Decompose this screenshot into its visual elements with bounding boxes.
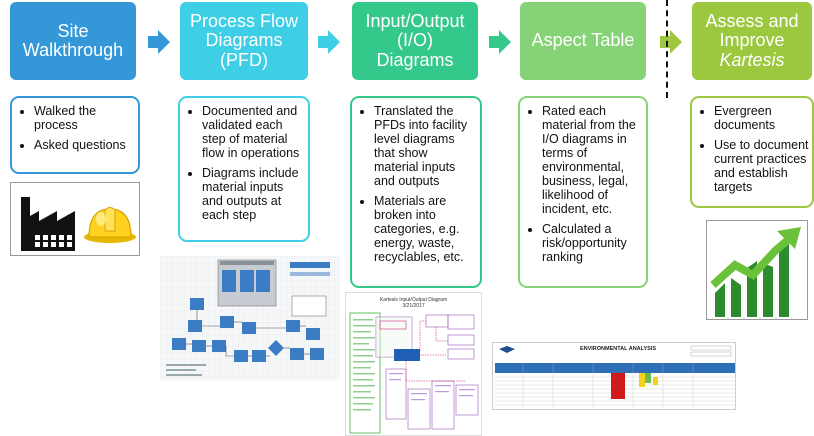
hard-hat-icon	[84, 207, 136, 243]
stage-title-line: Aspect Table	[531, 30, 635, 51]
aspect-table-thumbnail: ENVIRONMENTAL ANALYSIS	[492, 342, 736, 410]
stage-title-line: (PFD)	[220, 49, 268, 70]
stage-title-line: Walkthrough	[22, 40, 124, 60]
right-arrow-icon	[318, 30, 340, 54]
stage-title-line: Process Flow	[189, 10, 299, 31]
detail-box-process-flow: Documented and validated each step of ma…	[178, 96, 310, 242]
stage-title-line: Site	[57, 20, 89, 41]
detail-item: Asked questions	[34, 138, 132, 152]
detail-item: Materials are broken into categories, e.…	[374, 194, 474, 264]
detail-box-aspect-table: Rated each material from the I/O diagram…	[518, 96, 648, 288]
pfd-thumbnail	[160, 256, 340, 380]
divider-line	[666, 0, 668, 98]
stage-title-line: Kartesis	[719, 49, 785, 70]
right-arrow-icon	[148, 30, 170, 54]
detail-item: Walked the process	[34, 104, 132, 132]
stage-title-line: Input/Output	[365, 10, 465, 31]
detail-item: Documented and validated each step of ma…	[202, 104, 302, 160]
stage-title-line: (I/O)	[397, 30, 433, 51]
right-arrow-icon	[660, 30, 682, 54]
detail-item: Use to document current practices and es…	[714, 138, 812, 194]
detail-item: Rated each material from the I/O diagram…	[542, 104, 640, 216]
stage-aspect-table: Aspect Table	[520, 2, 646, 80]
io-diagram-thumbnail: Kartesis Input/Output Diagram 3/21/2017	[345, 292, 482, 436]
stage-assess-and-improve: Assess and Improve Kartesis	[692, 2, 812, 80]
stage-process-flow-diagrams: Process Flow Diagrams (PFD)	[180, 2, 308, 80]
growth-chart-icon	[710, 227, 801, 317]
detail-item: Evergreen documents	[714, 104, 812, 132]
icon-card	[10, 182, 140, 256]
stage-title-line: Diagrams	[205, 30, 283, 51]
detail-item: Translated the PFDs into facility level …	[374, 104, 474, 188]
detail-item: Calculated a risk/opportunity ranking	[542, 222, 640, 264]
detail-box-site-walkthrough: Walked the process Asked questions	[10, 96, 140, 174]
stage-io-diagrams: Input/Output (I/O) Diagrams	[352, 2, 478, 80]
detail-box-io-diagrams: Translated the PFDs into facility level …	[350, 96, 482, 288]
stage-title-line: Improve	[719, 30, 785, 51]
io-diagram-date: 3/21/2017	[402, 303, 425, 309]
factory-icon	[21, 197, 75, 251]
growth-card	[706, 220, 808, 320]
stage-title-line: Assess and	[705, 10, 799, 31]
aspect-table-title: ENVIRONMENTAL ANALYSIS	[579, 346, 657, 352]
detail-item: Diagrams include material inputs and out…	[202, 166, 302, 222]
stage-site-walkthrough: Site Walkthrough	[10, 2, 136, 80]
right-arrow-icon	[489, 30, 511, 54]
detail-box-assess-improve: Evergreen documents Use to document curr…	[690, 96, 814, 208]
stage-title-line: Diagrams	[376, 49, 454, 70]
io-diagram-title: Kartesis Input/Output Diagram	[379, 297, 448, 303]
